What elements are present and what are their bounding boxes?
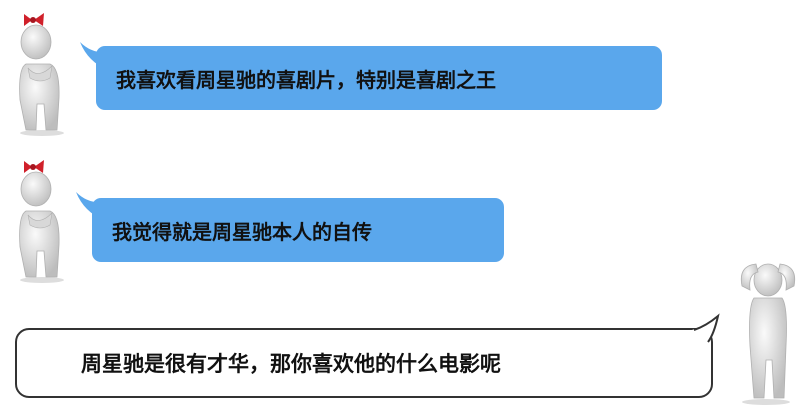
reply-bubble-tail — [692, 313, 720, 343]
figure-hands-on-head-icon — [728, 256, 798, 406]
message-text-2: 我觉得就是周星驰本人的自传 — [112, 219, 372, 244]
message-bubble-2: 我觉得就是周星驰本人的自传 — [92, 198, 504, 262]
reply-bubble: 周星驰是很有才华，那你喜欢他的什么电影呢 — [15, 328, 713, 398]
bow-icon — [24, 160, 44, 173]
figure-with-red-bow-icon — [4, 8, 74, 136]
reply-text: 周星驰是很有才华，那你喜欢他的什么电影呢 — [81, 352, 501, 376]
bow-icon — [24, 13, 44, 26]
figure-with-red-bow-icon — [4, 155, 74, 283]
message-bubble-1: 我喜欢看周星驰的喜剧片，特别是喜剧之王 — [96, 46, 662, 110]
message-text-1: 我喜欢看周星驰的喜剧片，特别是喜剧之王 — [116, 67, 496, 92]
